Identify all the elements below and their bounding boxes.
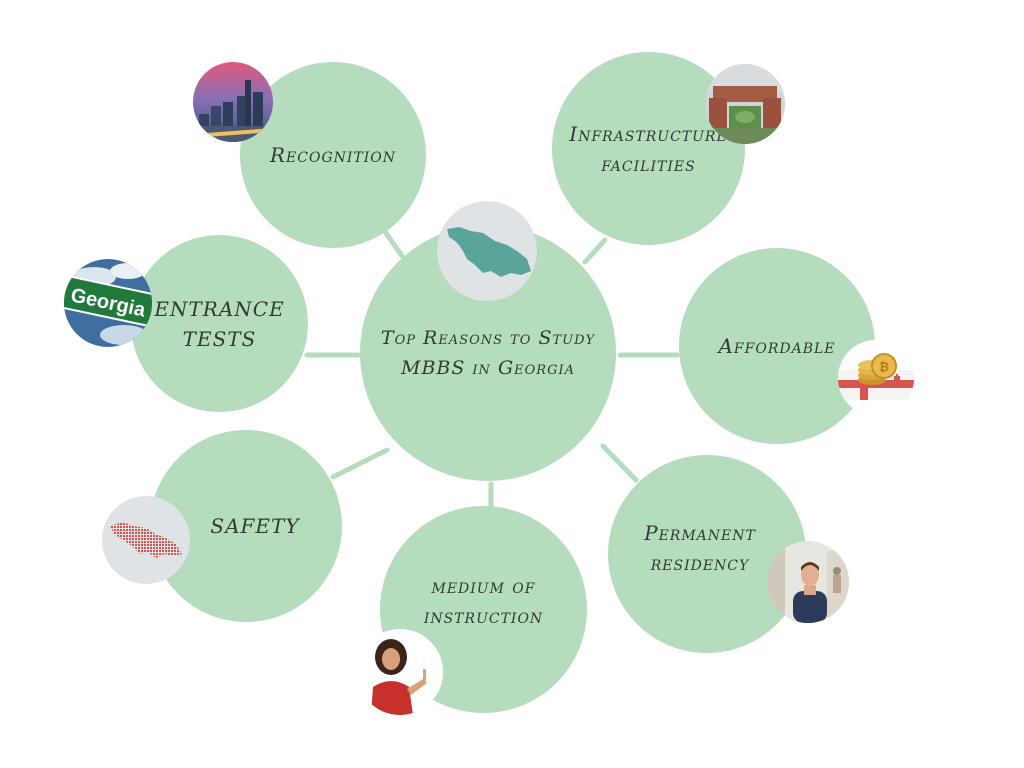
woman-pointing-photo xyxy=(357,629,443,715)
reason-affordable-label: Affordable xyxy=(718,331,835,361)
reason-medium-label: medium of instruction xyxy=(424,571,543,631)
reason-residency-label: Permanent residency xyxy=(644,518,756,578)
connector-infrastructure xyxy=(585,240,605,262)
coins-on-flag-photo: ₿ xyxy=(838,340,914,416)
reason-entrance-bubble: ENTRANCE TESTS xyxy=(131,235,308,412)
reason-recognition-label: Recognition xyxy=(270,140,396,170)
reason-entrance-label: ENTRANCE TESTS xyxy=(154,294,284,354)
campus-aerial-photo xyxy=(705,64,785,144)
center-title-line1: Top Reasons to Study xyxy=(381,323,595,353)
georgia-map-icon xyxy=(437,201,537,301)
georgia-road-sign-photo: Georgia xyxy=(64,259,152,347)
reason-affordable-bubble: Affordable xyxy=(679,248,875,444)
svg-text:₿: ₿ xyxy=(879,360,889,374)
reason-safety-label: SAFETY xyxy=(192,511,299,541)
connector-residency xyxy=(603,446,636,480)
georgia-flag-map-icon xyxy=(102,496,190,584)
reason-infrastructure-label: Infrastructure facilities xyxy=(569,119,727,179)
city-skyline-photo xyxy=(193,62,273,142)
connector-safety xyxy=(333,450,387,477)
man-portrait-photo xyxy=(767,541,849,623)
center-title: Top Reasons to Study MBBS in Georgia xyxy=(381,323,595,383)
center-title-line2: MBBS in Georgia xyxy=(381,353,595,383)
connector-recognition xyxy=(386,233,402,256)
